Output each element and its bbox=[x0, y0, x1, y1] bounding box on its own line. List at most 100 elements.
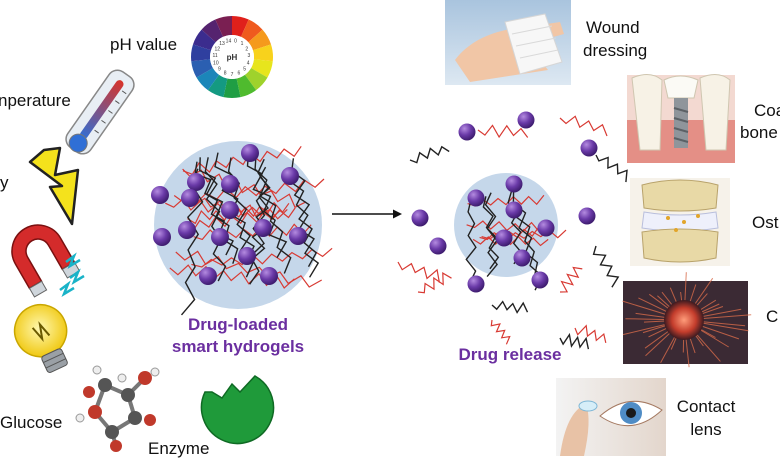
drug-molecule bbox=[513, 249, 531, 267]
drug-molecule bbox=[241, 144, 259, 162]
polymer-fiber bbox=[182, 168, 307, 209]
drug-molecule bbox=[517, 111, 535, 129]
released-drug-molecules bbox=[411, 111, 598, 293]
ph-wheel-segment bbox=[191, 44, 212, 62]
polymer-fiber bbox=[491, 300, 529, 314]
polymer-fiber bbox=[559, 266, 583, 293]
polymer-fiber bbox=[592, 245, 620, 288]
ph-wheel-center-label: pH bbox=[227, 53, 238, 62]
polymer-fiber bbox=[289, 168, 320, 278]
coating-label-line2: bone bbox=[740, 123, 778, 142]
hydrogel-label-line1: Drug-loaded bbox=[187, 315, 289, 334]
dental-implant-photo bbox=[627, 74, 735, 163]
polymer-fiber bbox=[595, 154, 628, 183]
hydrogel-label-line2: smart hydrogels bbox=[171, 337, 305, 356]
drug-molecule bbox=[467, 275, 485, 293]
glucose-molecule-icon bbox=[75, 365, 160, 452]
contact-lens-label-line2: lens bbox=[690, 420, 722, 439]
wound-dressing-photo bbox=[445, 0, 571, 85]
drug-molecule bbox=[153, 228, 171, 246]
thermometer-icon bbox=[65, 69, 135, 155]
ph-wheel-segment bbox=[248, 29, 271, 51]
drug-molecule bbox=[187, 173, 205, 191]
polymer-fiber bbox=[465, 199, 477, 284]
drug-molecule bbox=[537, 219, 555, 237]
ph-wheel-segment bbox=[251, 59, 273, 78]
ph-wheel-segment bbox=[232, 16, 249, 37]
polymer-fiber bbox=[484, 192, 498, 278]
ph-wheel-number: 5 bbox=[243, 66, 246, 72]
ph-wheel-number: 13 bbox=[219, 41, 225, 47]
glucose-label: Glucose bbox=[0, 413, 63, 432]
drug-molecule bbox=[178, 221, 196, 239]
coating-label-line1: Coa bbox=[754, 101, 780, 120]
polymer-fiber bbox=[187, 201, 290, 225]
ph-wheel-number: 2 bbox=[245, 47, 248, 53]
ph-wheel-segment bbox=[191, 59, 213, 78]
polymer-fiber bbox=[246, 152, 288, 259]
polymer-fiber bbox=[175, 250, 322, 288]
ph-wheel-segment bbox=[196, 68, 220, 91]
ph-wheel-segment bbox=[207, 74, 228, 98]
ph-wheel-segment bbox=[193, 29, 216, 51]
drug-molecule bbox=[429, 237, 447, 255]
temperature-label: nperature bbox=[0, 91, 71, 110]
drug-molecule bbox=[181, 189, 199, 207]
ph-wheel-number: 1 bbox=[241, 41, 244, 47]
ph-wheel-center bbox=[210, 35, 254, 79]
drug-molecule bbox=[467, 189, 485, 207]
drug-molecule bbox=[531, 271, 549, 289]
wound-dressing-label-line2: dressing bbox=[583, 41, 648, 60]
drug-molecule bbox=[580, 139, 598, 157]
enzyme-label: Enzyme bbox=[148, 439, 210, 458]
wound-dressing-label-line1: Wound bbox=[586, 18, 640, 37]
magnet-icon bbox=[11, 224, 81, 298]
ph-wheel-number: 3 bbox=[248, 53, 251, 59]
polymer-fiber bbox=[409, 145, 450, 164]
ph-wheel-number: 11 bbox=[212, 53, 217, 59]
polymer-fiber bbox=[472, 235, 549, 247]
ph-wheel-number: 9 bbox=[218, 66, 221, 72]
cancer-label: C bbox=[766, 307, 779, 326]
ph-wheel-segment bbox=[252, 44, 273, 62]
ph-value-label: pH value bbox=[110, 35, 178, 54]
drug-molecule bbox=[458, 123, 476, 141]
hydrogel-drug-molecules bbox=[151, 144, 307, 285]
enzyme-icon bbox=[200, 375, 275, 445]
ph-wheel-segment bbox=[223, 78, 241, 98]
drug-molecule bbox=[281, 167, 299, 185]
drug-molecule bbox=[221, 175, 239, 193]
polymer-fiber bbox=[559, 115, 608, 137]
drug-molecule bbox=[260, 267, 278, 285]
cancer-cell-photo bbox=[622, 272, 752, 368]
contact-lens-label-line1: Contact bbox=[676, 397, 736, 416]
polymer-fiber bbox=[482, 196, 500, 270]
polymer-fiber bbox=[477, 124, 529, 139]
ph-wheel-number: 7 bbox=[231, 72, 234, 78]
polymer-fiber bbox=[417, 272, 452, 294]
drug-molecule bbox=[199, 267, 217, 285]
polymer-fiber bbox=[397, 261, 440, 283]
drug-release-label: Drug release bbox=[458, 345, 562, 364]
ph-wheel-number: 10 bbox=[213, 60, 219, 66]
ph-wheel-number: 6 bbox=[238, 71, 241, 77]
polymer-fiber bbox=[574, 324, 607, 344]
magnet-field-icon bbox=[59, 252, 85, 297]
drug-molecule bbox=[411, 209, 429, 227]
ph-wheel-number: 14 bbox=[226, 38, 232, 44]
ph-wheel-number: 0 bbox=[234, 38, 237, 44]
drug-molecule bbox=[289, 227, 307, 245]
ph-wheel-number: 4 bbox=[247, 60, 250, 66]
ph-wheel-number: 12 bbox=[214, 47, 220, 53]
drug-molecule bbox=[505, 201, 523, 219]
drug-molecule bbox=[221, 201, 239, 219]
ph-wheel-number: 8 bbox=[224, 71, 227, 77]
release-arrow bbox=[332, 209, 402, 219]
drug-molecule bbox=[505, 175, 523, 193]
polymer-fiber bbox=[191, 247, 333, 268]
spine-vertebra-photo bbox=[630, 178, 730, 266]
drug-molecule bbox=[151, 186, 169, 204]
ph-wheel-segment bbox=[201, 19, 224, 43]
